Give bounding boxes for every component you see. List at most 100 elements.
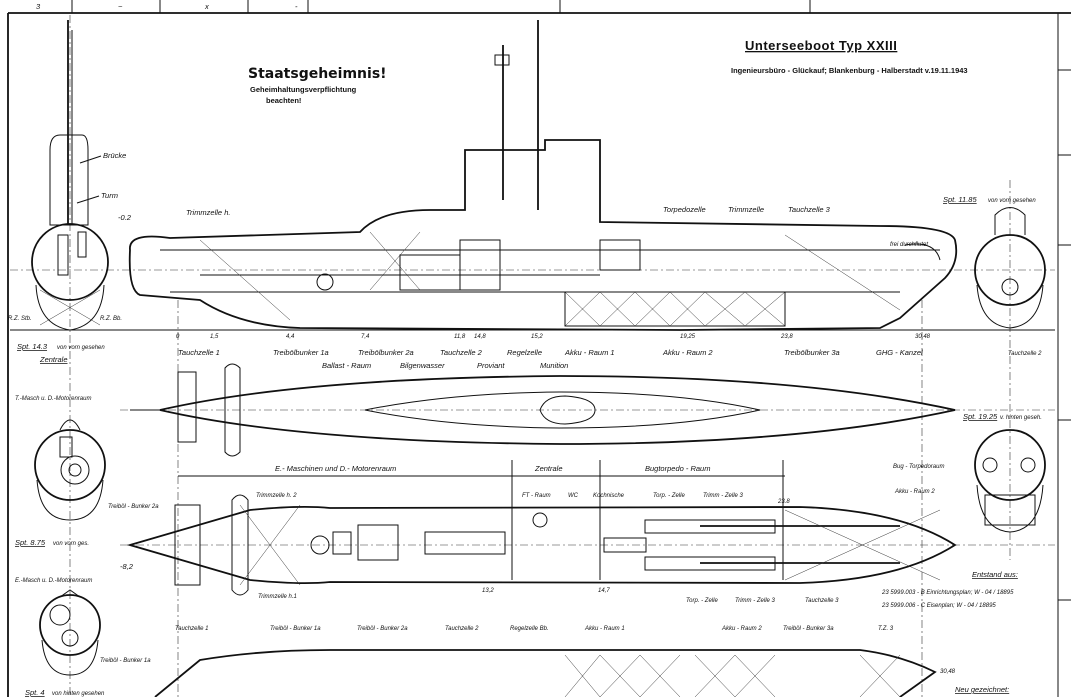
frame-number: 11,8: [454, 334, 466, 340]
frame-number: 15,2: [531, 334, 543, 340]
label-trimmzelle-h1: Trimmzelle h.1: [258, 594, 297, 600]
provenance-heading: Entstand aus:: [972, 570, 1018, 579]
label-trimmzelle: Trimmzelle: [728, 205, 764, 214]
label-rz-stb: R.Z. Stb.: [8, 316, 32, 322]
section-bugtorpedo: Bugtorpedo - Raum: [645, 464, 710, 473]
frame-number: 14,8: [474, 334, 486, 340]
label-frame-147: 14,7: [598, 588, 610, 594]
label-spt-1925: Spt. 19.25: [963, 412, 998, 421]
label-spt-1185: Spt. 11.85: [943, 195, 977, 204]
front-view-spt-1185: [974, 207, 1046, 329]
frame-number: 4,4: [286, 334, 295, 340]
label-akku-raum-2: Akku - Raum 2: [894, 489, 935, 495]
label-frame-132: 13,2: [482, 588, 494, 594]
label-tauchzelle-3-bottom: Tauchzelle 3: [805, 598, 839, 604]
frame-number: 0: [176, 334, 180, 340]
frame-number: 30,48: [940, 669, 956, 675]
compartment-label: GHG - Kanzel: [876, 348, 923, 357]
label-spt-875: Spt. 8.75: [15, 538, 46, 547]
label-frame-238: 23.8: [777, 499, 790, 505]
compartment-label: Treiböl - Bunker 2a: [357, 626, 408, 632]
compartment-label: Regelzelle Bb.: [510, 626, 549, 632]
compartment-label: Tauchzelle 2: [445, 626, 479, 632]
section-view-spt-143: [34, 419, 106, 521]
label-tower: Turm: [101, 191, 118, 200]
drawing-border: 3 ~ x -: [7, 0, 1071, 697]
compartment-label: Tauchzelle 2: [440, 348, 483, 357]
label-frei-durchflutet: frei durchflutet: [890, 242, 928, 248]
label-ft-raum: FT - Raum: [522, 493, 551, 499]
border-mark: 3: [36, 2, 41, 11]
secret-stamp: Staatsgeheimnis!: [248, 66, 387, 82]
compartment-label: Ballast - Raum: [322, 361, 371, 370]
label-torpedozelle: Torpedozelle: [663, 205, 706, 214]
section-zentrale: Zentrale: [534, 464, 563, 473]
compartment-label: Treibölbunker 1a: [273, 348, 329, 357]
provenance-line: 23 5999.006 - C Eisenplan; W - 04 / 1889…: [881, 603, 996, 609]
label-zentrale: Zentrale: [39, 355, 68, 364]
section-view-spt-4: [39, 589, 101, 676]
label-trimmzelle-h: Trimmzelle h.: [186, 208, 230, 217]
label-spt-4-note: von hinten gesehen: [52, 691, 105, 697]
compartment-label: Tauchzelle 1: [175, 626, 208, 632]
frame-numbers: 0 1,5 4,4 7,4 11,8 14,8 15,2 19,25 23,8 …: [176, 334, 931, 340]
compartment-label: Munition: [540, 361, 568, 370]
label-treiboel-1a: Treiböl - Bunker 1a: [100, 658, 151, 664]
frame-number: 19,25: [680, 334, 696, 340]
frame-number: 30,48: [915, 334, 931, 340]
drawing-title: Unterseeboot Typ XXIII: [745, 38, 897, 53]
label-trimmzelle-h2: Trimmzelle h. 2: [256, 493, 297, 499]
provenance-line: 23 5999.003 - B Einrichtungsplan; W - 04…: [881, 590, 1014, 596]
label-treiboel-2a: Treiböl - Bunker 2a: [108, 504, 159, 510]
secret-note: Geheimhaltungsverpflichtung: [250, 85, 357, 94]
side-view-hull: [128, 20, 958, 331]
redrawn-heading: Neu gezeichnet:: [955, 685, 1009, 694]
label-minus-82: -8,2: [120, 562, 134, 571]
border-mark: ~: [118, 2, 123, 11]
label-rz-bb: R.Z. Bb.: [100, 316, 122, 322]
label-spt-143-note: von vorn gesehen: [57, 345, 105, 351]
frame-number: 23,8: [780, 334, 793, 340]
label-spt-4: Spt. 4: [25, 688, 45, 697]
compartment-label: Akku - Raum 2: [721, 626, 762, 632]
frame-number: 1,5: [210, 334, 219, 340]
compartment-label: Akku - Raum 1: [564, 348, 615, 357]
label-spt-143: Spt. 14.3: [17, 342, 48, 351]
label-t-masch: T.-Masch u. D.-Motorenraum: [15, 396, 91, 402]
label-spt-1185-note: von vorn gesehen: [988, 198, 1036, 204]
compartment-label: Proviant: [477, 361, 505, 370]
label-minus-02: -0.2: [118, 213, 132, 222]
interior-plan-view: [126, 494, 957, 596]
compartment-label: Treiböl - Bunker 3a: [783, 626, 834, 632]
label-torp-zelle-bottom: Torp. - Zelle: [686, 598, 718, 604]
drawing-subtitle: Ingenieursbüro - Glückauf; Blankenburg -…: [731, 66, 968, 75]
compartment-label: Akku - Raum 2: [662, 348, 713, 357]
border-mark: x: [204, 2, 209, 11]
label-spt-1925-note: v. hinten geseh.: [1000, 415, 1042, 421]
label-trimm-zelle-3: Trimm - Zelle 3: [703, 493, 744, 499]
side-view-labels: Tauchzelle 1 Treibölbunker 1a Treibölbun…: [178, 348, 923, 370]
compartment-label: Akku - Raum 1: [584, 626, 625, 632]
section-e-maschinen: E.- Maschinen und D.- Motorenraum: [275, 464, 396, 473]
compartment-label: Regelzelle: [507, 348, 542, 357]
front-view-bridge: [31, 20, 109, 331]
bottom-profile-view: [154, 649, 937, 697]
border-mark: -: [295, 2, 298, 11]
label-wc: WC: [568, 493, 579, 499]
frame-number: 7,4: [361, 334, 370, 340]
section-view-spt-1925: [974, 429, 1046, 533]
compartment-label: Treibölbunker 3a: [784, 348, 840, 357]
label-bug-torpedoraum: Bug - Torpedoraum: [893, 464, 944, 470]
label-tauchzelle-2: Tauchzelle 2: [1008, 351, 1042, 357]
label-spt-875-note: von vorn ges.: [53, 541, 89, 547]
bottom-view-labels: Tauchzelle 1 Treiböl - Bunker 1a Treiböl…: [175, 626, 956, 675]
top-plan-view: [130, 363, 956, 457]
compartment-label: Bilgenwasser: [400, 361, 445, 370]
label-torp-zelle: Torp. - Zelle: [653, 493, 685, 499]
compartment-label: Treibölbunker 2a: [358, 348, 414, 357]
label-e-masch: E.-Masch u. D.-Motorenraum: [15, 578, 92, 584]
label-trimm-zelle-3-bottom: Trimm - Zelle 3: [735, 598, 776, 604]
compartment-label: T.Z. 3: [878, 626, 894, 632]
label-tauchzelle-3: Tauchzelle 3: [788, 205, 831, 214]
